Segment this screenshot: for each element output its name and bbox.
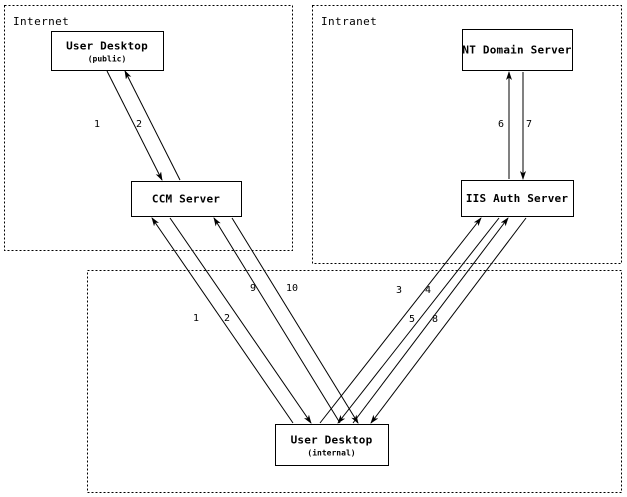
edge-label-l3: 3 — [396, 285, 402, 296]
edge-label-l1b: 1 — [193, 313, 199, 324]
node-title-user-desktop-internal: User Desktop — [291, 434, 373, 447]
node-box-nt-domain-server — [462, 29, 573, 71]
edge-e5-user-desktop-internal-to-iis-auth-server — [352, 217, 509, 424]
edge-e3-user-desktop-internal-to-iis-auth-server — [319, 217, 482, 424]
edge-e10-ccm-server-to-user-desktop-internal — [231, 217, 359, 424]
edge-label-l1: 1 — [94, 119, 100, 130]
node-title-iis-auth-server: IIS Auth Server — [466, 192, 569, 205]
node-iis-auth-server[interactable]: IIS Auth Server — [461, 180, 574, 217]
edge-label-l4: 4 — [425, 285, 431, 296]
edge-number-labels: 1 2 6 7 1 2 9 10 3 4 5 8 — [94, 119, 532, 325]
edge-e2-ccm-server-to-user-desktop-public — [124, 70, 181, 181]
edge-e4-iis-auth-server-to-user-desktop-internal — [337, 217, 500, 424]
node-box-user-desktop-internal — [275, 424, 389, 466]
node-title-user-desktop-public: User Desktop — [66, 40, 148, 53]
node-title-ccm-server: CCM Server — [152, 193, 220, 206]
edge-label-l7: 7 — [526, 119, 532, 130]
edge-e2b-ccm-server-to-user-desktop-internal — [169, 217, 312, 424]
zone-label-intranet: Intranet — [321, 15, 377, 28]
edge-e8-iis-auth-server-to-user-desktop-internal — [370, 217, 527, 424]
zone-internet — [4, 5, 293, 251]
node-ccm-server[interactable]: CCM Server — [131, 181, 242, 217]
node-user-desktop-internal[interactable]: User Desktop(internal) — [275, 424, 389, 466]
node-subtitle-user-desktop-public: (public) — [88, 54, 127, 64]
edge-e9-user-desktop-internal-to-ccm-server — [213, 217, 341, 424]
edge-e1-user-desktop-public-to-ccm-server — [106, 70, 163, 181]
node-box-iis-auth-server — [461, 180, 574, 217]
node-nt-domain-server[interactable]: NT Domain Server — [462, 29, 573, 71]
edge-e1b-user-desktop-internal-to-ccm-server — [151, 217, 294, 424]
edge-label-l5: 5 — [409, 314, 415, 325]
edge-label-l9: 9 — [250, 283, 256, 294]
edge-label-l2b: 2 — [224, 313, 230, 324]
flow-edges — [106, 70, 527, 424]
zone-boundaries: Internet Intranet — [4, 5, 622, 493]
edge-label-l10: 10 — [286, 283, 298, 294]
edge-label-l2: 2 — [136, 119, 142, 130]
node-box-user-desktop-public — [51, 31, 164, 71]
edge-label-l8: 8 — [432, 314, 438, 325]
node-box-ccm-server — [131, 181, 242, 217]
node-user-desktop-public[interactable]: User Desktop(public) — [51, 31, 164, 71]
node-subtitle-user-desktop-internal: (internal) — [307, 448, 355, 458]
zone-label-internet: Internet — [13, 15, 69, 28]
node-title-nt-domain-server: NT Domain Server — [462, 44, 571, 57]
edge-label-l6: 6 — [498, 119, 504, 130]
zone-internal — [87, 270, 622, 493]
zone-intranet — [312, 5, 622, 264]
